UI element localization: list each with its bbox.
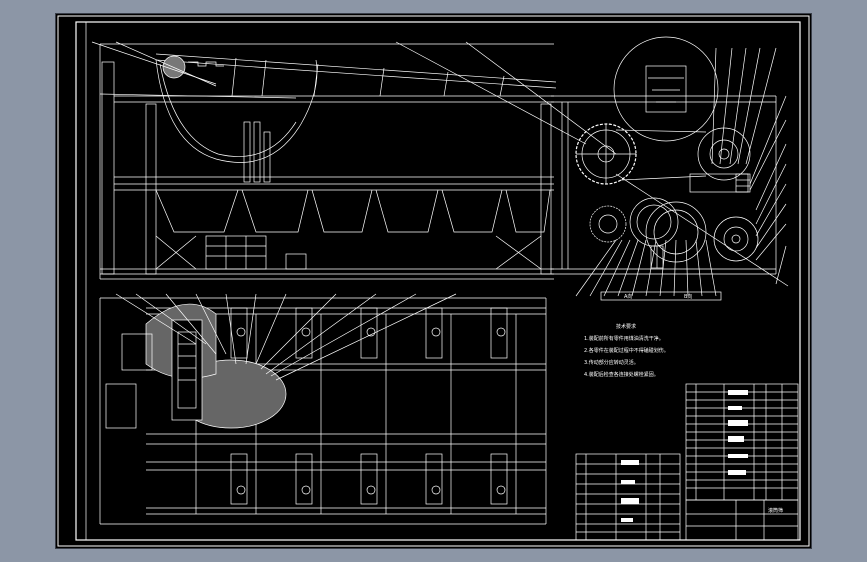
section-label-a: A向	[624, 293, 632, 300]
section-label-b: B向	[684, 293, 692, 300]
title-block-label: 滚筒筛	[768, 507, 783, 514]
title-block: 滚筒筛	[685, 499, 799, 541]
drawing-sheet: 技术要求 1.装配前所有零件用煤油清洗干净。 2.各零件在装配过程中不得磕碰划伤…	[56, 14, 811, 548]
cad-drawing: 技术要求 1.装配前所有零件用煤油清洗干净。 2.各零件在装配过程中不得磕碰划伤…	[57, 15, 810, 547]
plan-view	[99, 293, 547, 525]
drum-screen-elevation	[91, 41, 617, 280]
svg-text:4.装配后检查各连接处螺栓紧固。: 4.装配后检查各连接处螺栓紧固。	[584, 371, 659, 378]
parts-list-bottom	[575, 453, 681, 541]
notes-title: 技术要求	[616, 323, 636, 330]
gear-train-end-view	[551, 36, 789, 301]
svg-text:2.各零件在装配过程中不得磕碰划伤。: 2.各零件在装配过程中不得磕碰划伤。	[584, 347, 669, 354]
svg-text:1.装配前所有零件用煤油清洗干净。: 1.装配前所有零件用煤油清洗干净。	[584, 335, 664, 342]
parts-list-right	[685, 383, 799, 501]
drawing-frame	[75, 21, 801, 541]
svg-text:3.传动部分应转动灵活。: 3.传动部分应转动灵活。	[584, 359, 639, 366]
technical-notes: 技术要求 1.装配前所有零件用煤油清洗干净。 2.各零件在装配过程中不得磕碰划伤…	[584, 323, 669, 378]
